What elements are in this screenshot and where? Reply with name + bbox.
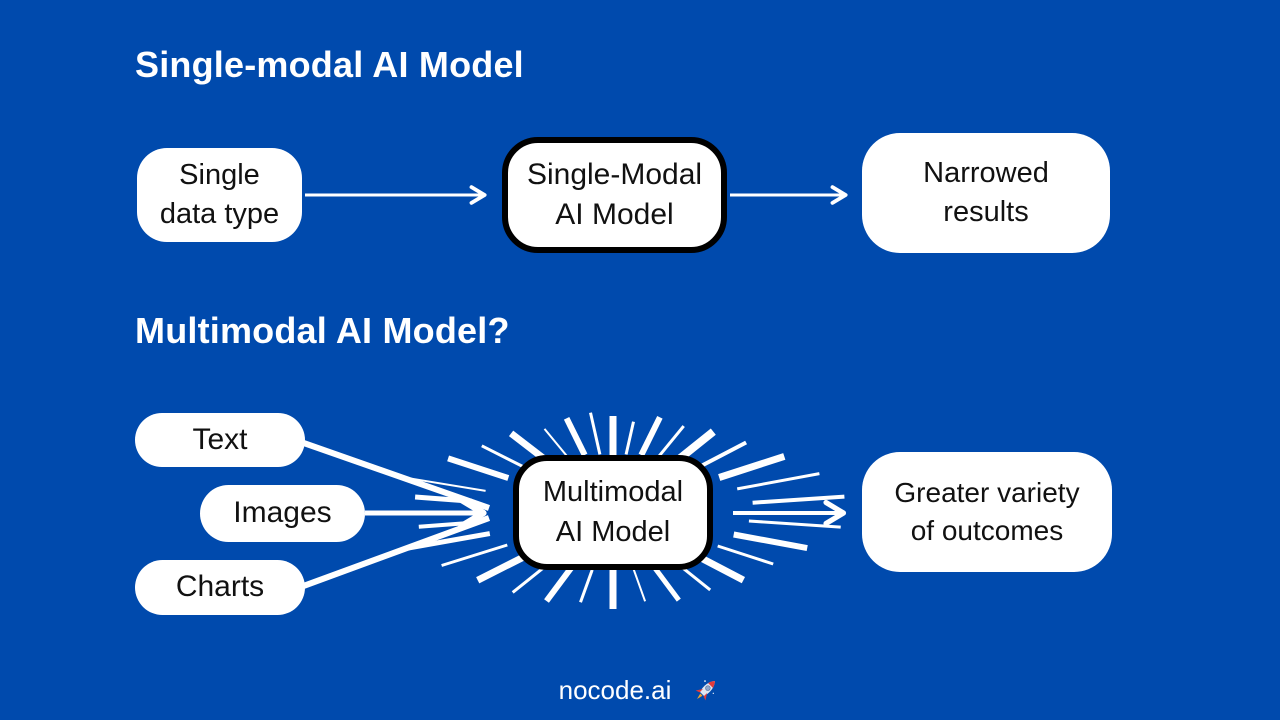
footer: nocode.ai	[0, 672, 1280, 708]
node-input-charts: Charts	[135, 560, 305, 615]
node-narrowed-results: Narrowed results	[862, 133, 1110, 253]
node-greater-variety-outcomes: Greater variety of outcomes	[862, 452, 1112, 572]
section-title-multimodal: Multimodal AI Model?	[135, 310, 510, 351]
node-single-data-type: Single data type	[137, 148, 302, 242]
node-input-text: Text	[135, 413, 305, 467]
node-multimodal-ai-model: Multimodal AI Model	[513, 455, 713, 570]
rocket-icon	[696, 680, 716, 701]
brand-text: nocode.ai	[558, 674, 672, 705]
line-text-to-multimodal	[297, 438, 490, 511]
node-input-images: Images	[200, 485, 365, 542]
line-charts-to-multimodal	[296, 515, 491, 591]
node-single-modal-ai-model: Single-Modal AI Model	[502, 137, 727, 253]
section-title-single-modal: Single-modal AI Model	[135, 44, 524, 85]
